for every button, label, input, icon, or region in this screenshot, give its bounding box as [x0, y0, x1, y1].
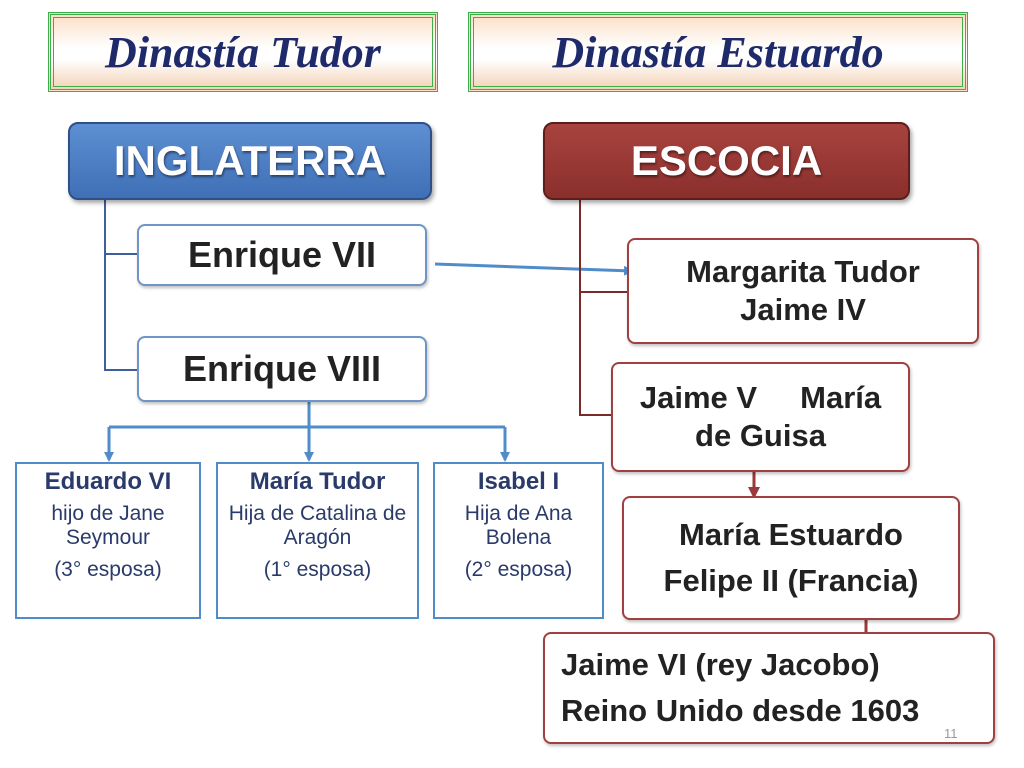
arrow-henry7-margarita — [434, 262, 634, 276]
child-note: (2° esposa) — [464, 558, 573, 582]
page-number-text: 11 — [944, 726, 958, 741]
header-inglaterra: INGLATERRA — [68, 122, 432, 200]
header-escocia-text: ESCOCIA — [630, 137, 823, 184]
gen4-line2: Reino Unido desde 1603 — [561, 693, 920, 728]
gen3-line1: María Estuardo — [679, 516, 903, 552]
title-estuardo: Dinastía Estuardo — [468, 12, 968, 92]
title-tudor: Dinastía Tudor — [48, 12, 438, 92]
child-mother: Hija de Ana Bolena — [464, 502, 573, 550]
node-margarita-jaime-iv: Margarita Tudor Jaime IV — [627, 238, 979, 344]
child-mother: hijo de Jane Seymour — [51, 502, 165, 550]
child-name: Isabel I — [477, 468, 560, 495]
node-enrique-vii: Enrique VII — [137, 224, 427, 286]
england-trunk-line — [104, 200, 138, 371]
node-enrique-viii: Enrique VIII — [137, 336, 427, 402]
gen3-line2: Felipe II (Francia) — [663, 563, 919, 598]
gen4-line1: Jaime VI (rey Jacobo) — [561, 646, 880, 682]
page-number: 11 — [944, 726, 958, 741]
node-maria-estuardo: María Estuardo Felipe II (Francia) — [622, 496, 960, 620]
scotland-trunk-line — [579, 200, 628, 416]
header-inglaterra-text: INGLATERRA — [113, 137, 387, 184]
child-name: María Tudor — [249, 468, 386, 495]
header-escocia: ESCOCIA — [543, 122, 910, 200]
child-mother: Hija de Catalina de Aragón — [228, 502, 407, 550]
gen2-line1: Jaime V María — [639, 380, 882, 416]
node-jaime-vi: Jaime VI (rey Jacobo) Reino Unido desde … — [543, 632, 995, 744]
gen1-line1: Margarita Tudor — [686, 254, 920, 290]
child-note: (1° esposa) — [263, 558, 372, 582]
child-name: Eduardo VI — [44, 468, 172, 495]
child-isabel-i: Isabel I Hija de Ana Bolena (2° esposa) — [433, 462, 604, 619]
gen2-line2: de Guisa — [695, 418, 826, 453]
title-estuardo-text: Dinastía Estuardo — [552, 27, 884, 77]
henry8-children-line — [109, 402, 505, 429]
child-note: (3° esposa) — [54, 558, 162, 582]
child-eduardo-vi: Eduardo VI hijo de Jane Seymour (3° espo… — [15, 462, 201, 619]
child-maria-tudor: María Tudor Hija de Catalina de Aragón (… — [216, 462, 419, 619]
enrique-vii-label: Enrique VII — [187, 234, 377, 276]
gen1-line2: Jaime IV — [740, 292, 866, 327]
title-tudor-text: Dinastía Tudor — [105, 27, 381, 77]
enrique-viii-label: Enrique VIII — [182, 348, 382, 390]
node-jaime-v-maria: Jaime V María de Guisa — [611, 362, 910, 472]
